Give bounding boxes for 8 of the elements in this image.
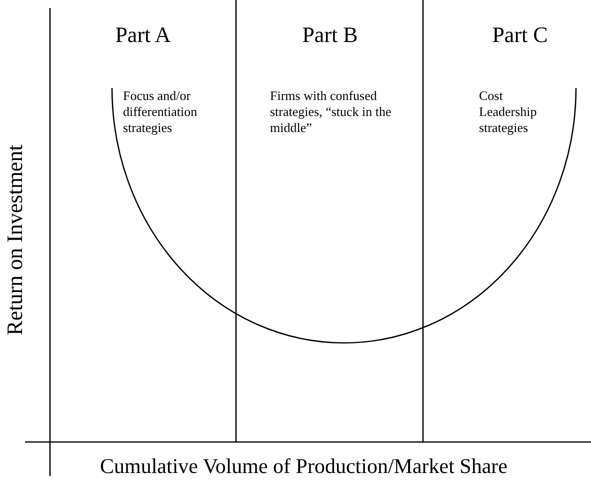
annotation-text: Focus and/or differentiation strategies: [123, 88, 198, 136]
axis-title: Return on Investment: [1, 144, 28, 338]
axis-title: Cumulative Volume of Production/Market Share: [100, 453, 509, 479]
section-heading: Part C: [491, 22, 549, 48]
section-heading: Part A: [114, 22, 172, 48]
annotation-text: Firms with confused strategies, “stuck in the middle”: [270, 88, 392, 136]
section-heading: Part B: [301, 22, 359, 48]
annotation-text: Cost Leadership strategies: [479, 88, 538, 136]
